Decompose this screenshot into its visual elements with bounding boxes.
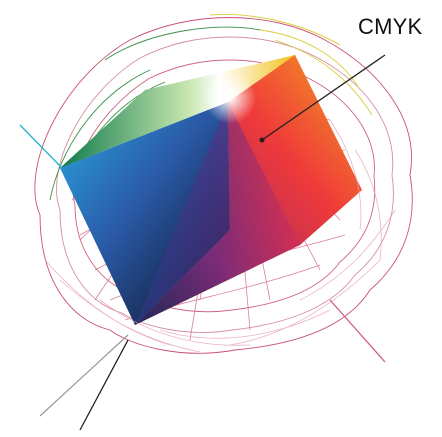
magenta-axis [329, 299, 386, 363]
white-point [204, 72, 256, 124]
cmyk-cube [60, 55, 362, 325]
cmyk-leader-line [261, 54, 386, 141]
cmyk-label: CMYK [358, 14, 423, 39]
mesh-front [44, 119, 396, 353]
cyan-axis [19, 124, 63, 169]
black-axis [39, 334, 129, 417]
second-leader-line [79, 339, 129, 431]
cmyk-leader-dot [259, 137, 265, 143]
cube-face-center [135, 102, 300, 325]
